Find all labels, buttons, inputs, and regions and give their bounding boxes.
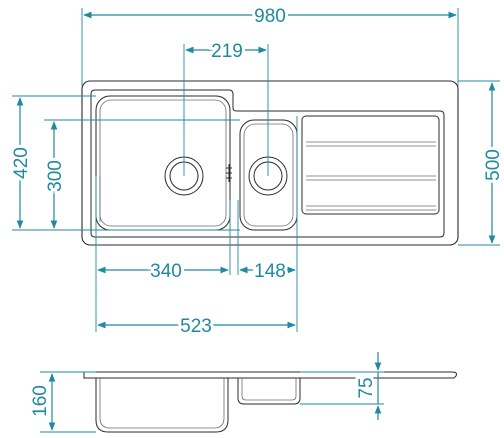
dim-label-523: 523	[180, 316, 212, 337]
dim-drain-spacing: 219	[183, 38, 269, 176]
dim-label-160: 160	[30, 385, 51, 417]
dim-right-depth: 500	[458, 80, 504, 246]
dim-small-bowl-height: 75	[300, 352, 384, 420]
dim-label-219: 219	[211, 41, 243, 62]
side-small-bowl	[237, 378, 301, 405]
overflow-slot	[226, 164, 232, 182]
main-bowl-inner	[99, 99, 227, 227]
dim-overall-width: 980	[81, 3, 459, 86]
dim-label-300: 300	[45, 160, 66, 192]
dim-bowl-depth: 300	[42, 119, 240, 231]
dim-overall-depth: 420	[8, 95, 96, 231]
side-main-bowl-inner	[99, 378, 225, 429]
sink-outline	[81, 80, 459, 246]
dim-side-height: 160	[27, 371, 96, 433]
side-view	[83, 371, 457, 433]
dim-bowls-total-width: 523	[97, 313, 296, 340]
side-main-bowl	[95, 378, 229, 433]
bowl-area-outline	[90, 89, 445, 238]
small-bowl-inner	[243, 123, 294, 227]
side-small-bowl-inner	[241, 378, 297, 401]
top-view	[81, 80, 459, 246]
dim-bowl-widths: 340 148	[95, 116, 298, 332]
drainer-board	[301, 115, 440, 215]
dim-label-75: 75	[356, 377, 377, 398]
side-rim	[83, 371, 457, 379]
dim-label-980: 980	[254, 6, 286, 27]
dim-label-340: 340	[150, 261, 182, 282]
dim-label-500: 500	[483, 149, 504, 181]
dim-label-148: 148	[254, 261, 286, 282]
dim-label-420: 420	[11, 147, 32, 179]
